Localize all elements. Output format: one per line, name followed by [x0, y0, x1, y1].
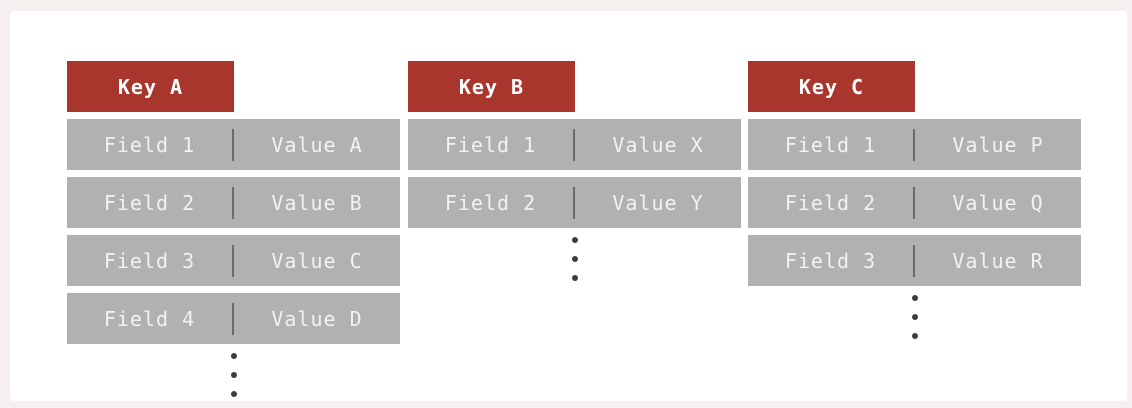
field-value-divider-line — [232, 186, 234, 219]
key-header: Key B — [408, 61, 575, 112]
field-value-divider-line — [573, 186, 575, 219]
field-value-divider-line — [232, 128, 234, 161]
dot — [230, 353, 237, 359]
field-cell: Field 2 — [444, 190, 537, 215]
field-cell: Field 3 — [103, 248, 196, 273]
field-value-divider-line — [573, 128, 575, 161]
hash-entry-row: Field 1 Value P — [748, 119, 1081, 170]
dot — [230, 391, 237, 397]
field-cell: Field 1 — [103, 132, 196, 157]
value-cell: Value C — [271, 248, 363, 273]
field-cell: Field 1 — [444, 132, 537, 157]
hash-entry-row: Field 2 Value Q — [748, 177, 1081, 228]
hash-entry-row: Field 2 Value Y — [408, 177, 741, 228]
value-cell: Value Y — [612, 190, 704, 215]
hash-entry-row: Field 2 Value B — [67, 177, 400, 228]
field-value-divider-line — [232, 244, 234, 277]
dot — [230, 372, 237, 378]
value-cell: Value B — [271, 190, 363, 215]
value-cell: Value A — [271, 132, 363, 157]
value-cell: Value D — [271, 306, 363, 331]
hash-column-key-c: Key C Field 1 Value P Field 2 Value Q Fi… — [748, 61, 1081, 339]
field-cell: Field 3 — [784, 248, 877, 273]
field-value-divider-line — [232, 302, 234, 335]
value-cell: Value P — [952, 132, 1044, 157]
hash-entry-row: Field 1 Value A — [67, 119, 400, 170]
diagram-card: Key A Field 1 Value A Field 2 Value B Fi… — [10, 11, 1127, 401]
dot — [571, 237, 578, 243]
ellipsis-icon — [408, 237, 741, 281]
dot — [571, 275, 578, 281]
dot — [911, 295, 918, 301]
field-cell: Field 2 — [784, 190, 877, 215]
field-cell: Field 2 — [103, 190, 196, 215]
ellipsis-icon — [748, 295, 1081, 339]
value-cell: Value R — [952, 248, 1044, 273]
dot — [911, 333, 918, 339]
field-cell: Field 1 — [784, 132, 877, 157]
value-cell: Value Q — [952, 190, 1044, 215]
field-cell: Field 4 — [103, 306, 196, 331]
ellipsis-icon — [67, 353, 400, 397]
hash-column-key-b: Key B Field 1 Value X Field 2 Value Y — [408, 61, 741, 281]
field-value-divider-line — [913, 244, 915, 277]
dot — [911, 314, 918, 320]
dot — [571, 256, 578, 262]
field-value-divider-line — [913, 186, 915, 219]
hash-entry-row: Field 4 Value D — [67, 293, 400, 344]
hash-column-key-a: Key A Field 1 Value A Field 2 Value B Fi… — [67, 61, 400, 397]
field-value-divider-line — [913, 128, 915, 161]
key-header: Key C — [748, 61, 915, 112]
value-cell: Value X — [612, 132, 704, 157]
hash-entry-row: Field 1 Value X — [408, 119, 741, 170]
hash-entry-row: Field 3 Value R — [748, 235, 1081, 286]
hash-entry-row: Field 3 Value C — [67, 235, 400, 286]
key-header: Key A — [67, 61, 234, 112]
